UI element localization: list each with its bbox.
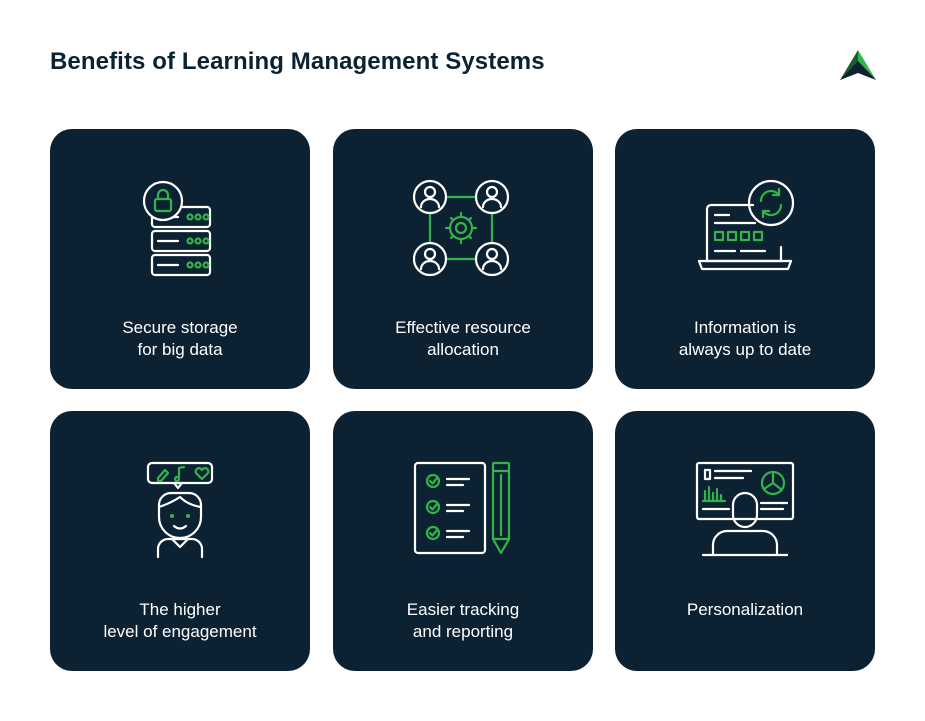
benefit-label: Secure storage for big data: [122, 318, 238, 359]
benefit-card-engagement: The higher level of engagement: [50, 411, 310, 671]
checklist-pencil-icon: [413, 461, 511, 555]
benefit-card-secure-storage: Secure storage for big data: [50, 129, 310, 389]
secure-server-lock-icon: [142, 180, 212, 277]
benefit-label: The higher level of engagement: [103, 600, 257, 641]
benefit-label: Effective resource allocation: [395, 318, 531, 359]
page-title: Benefits of Learning Management Systems: [50, 48, 545, 75]
benefit-card-tracking-reporting: Easier tracking and reporting: [333, 411, 593, 671]
benefit-card-personalization: Personalization: [615, 411, 875, 671]
benefit-card-up-to-date: Information is always up to date: [615, 129, 875, 389]
benefit-card-resource-allocation: Effective resource allocation: [333, 129, 593, 389]
laptop-refresh-icon: [697, 179, 795, 271]
triangle-arrow-logo-icon: [840, 50, 876, 80]
team-gear-network-icon: [413, 179, 510, 277]
person-dashboard-icon: [695, 461, 795, 557]
benefit-label: Personalization: [686, 600, 804, 619]
benefit-label: Easier tracking and reporting: [406, 600, 520, 641]
benefit-label: Information is always up to date: [678, 318, 812, 359]
engaged-person-icon: [146, 461, 214, 559]
